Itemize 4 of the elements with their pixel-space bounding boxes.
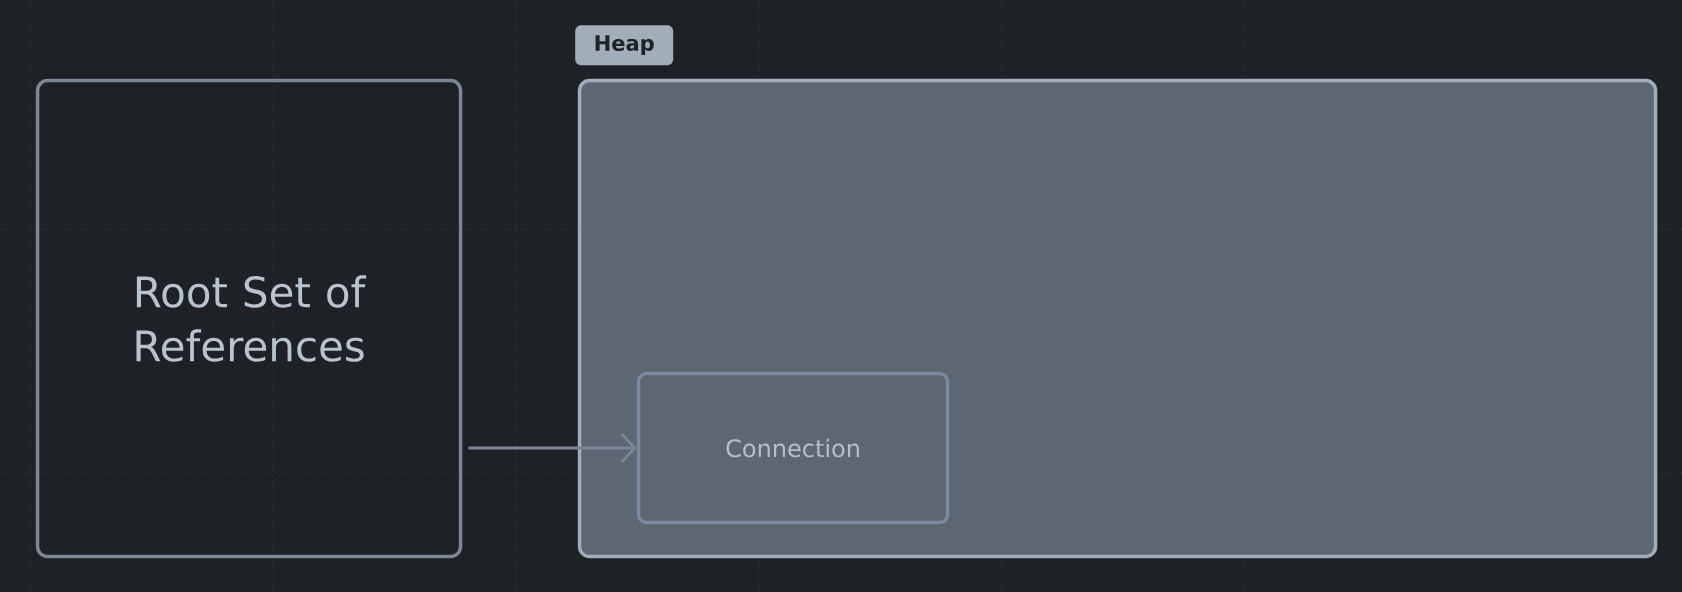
labeled-box: Connection [636, 371, 950, 525]
labeled-box: Root Set of References [35, 78, 463, 559]
arrow [468, 433, 637, 464]
tab-label: Heap [575, 25, 674, 66]
